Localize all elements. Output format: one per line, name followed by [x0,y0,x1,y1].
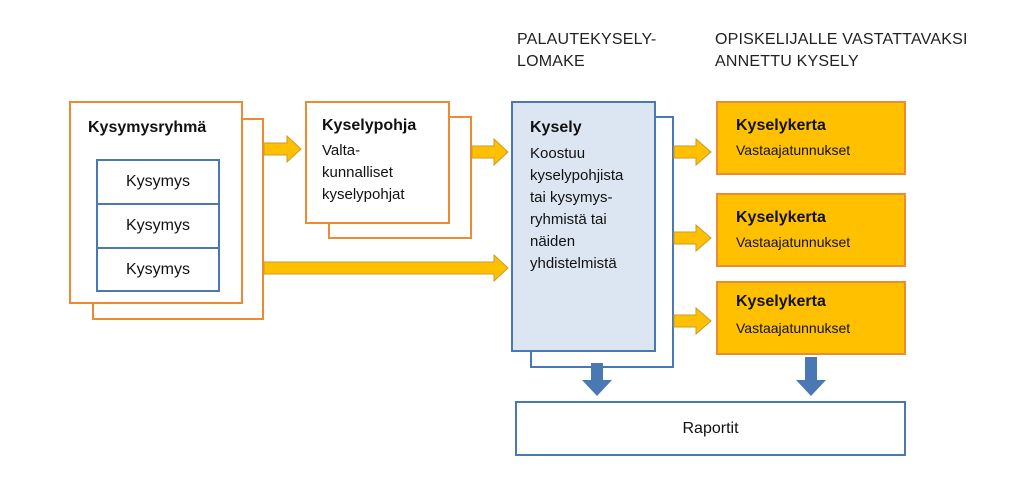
kysymysryhma-title: Kysymysryhmä [88,119,207,136]
kyselypohja-title: Kyselypohja [322,117,417,134]
kyselykerta-box: Kyselykerta Vastaajatunnukset [716,101,906,175]
kyselykerta-subtitle: Vastaajatunnukset [736,320,851,336]
kysely-box: Kysely Koostuu kyselypohjista tai kysymy… [511,101,656,352]
kyselypohja-description: Valta- kunnalliset kyselypohjat [322,140,405,206]
header-line: ANNETTU KYSELY [715,53,859,70]
arrow-down-icon [796,357,826,396]
text-line: kunnalliset [322,164,393,181]
kysymys-item: Kysymys [96,203,220,249]
arrow-right-icon [673,137,712,167]
arrow-right-icon [673,306,712,336]
kyselykerta-box: Kyselykerta Vastaajatunnukset [716,193,906,267]
kysely-title: Kysely [530,119,582,136]
text-line: yhdistelmistä [530,255,617,272]
kysymys-item: Kysymys [96,159,220,205]
header-annettu-kysely: OPISKELIJALLE VASTATTAVAKSI ANNETTU KYSE… [715,29,968,73]
kysely-description: Koostuu kyselypohjista tai kysymys- ryhm… [530,143,623,275]
arrow-right-icon [673,223,712,253]
header-line: OPISKELIJALLE VASTATTAVAKSI [715,31,968,48]
text-line: näiden [530,233,576,250]
kyselykerta-title: Kyselykerta [736,117,826,134]
text-line: kyselypohjista [530,167,624,184]
text-line: ryhmistä tai [530,211,607,228]
header-line: LOMAKE [517,53,585,70]
raportit-box: Raportit [515,401,906,456]
arrow-down-icon [582,363,612,396]
kyselypohja-box: Kyselypohja Valta- kunnalliset kyselypoh… [305,101,450,224]
header-palautekyselylomake: PALAUTEKYSELY- LOMAKE [517,29,656,73]
text-line: Koostuu [530,145,586,162]
kysymys-item: Kysymys [96,247,220,292]
text-line: tai kysymys- [530,189,613,206]
kyselykerta-title: Kyselykerta [736,293,826,310]
kyselykerta-box: Kyselykerta Vastaajatunnukset [716,281,906,355]
text-line: Valta- [322,142,361,159]
header-line: PALAUTEKYSELY- [517,31,657,48]
arrow-right-icon [263,253,509,283]
arrow-right-icon [471,137,509,167]
text-line: kyselypohjat [322,186,405,203]
kyselykerta-subtitle: Vastaajatunnukset [736,234,851,250]
kyselykerta-subtitle: Vastaajatunnukset [736,142,851,158]
arrow-right-icon [263,134,302,164]
kyselykerta-title: Kyselykerta [736,209,826,226]
